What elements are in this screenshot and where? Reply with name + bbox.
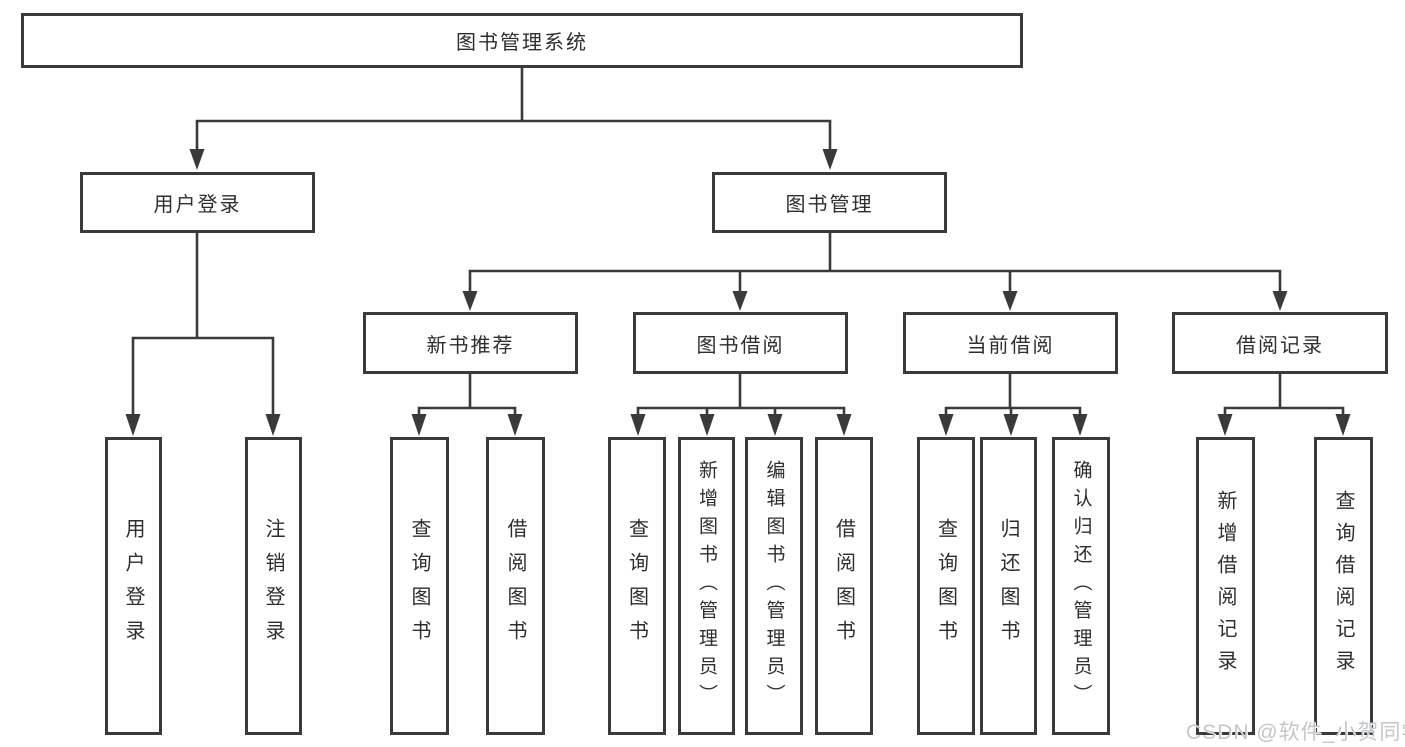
node-root: 图书管理系统 [21, 13, 1023, 68]
csdn-watermark: CSDN @软件_小贺同学 [1186, 721, 1405, 744]
node-new-book-recommend: 新书推荐 [363, 312, 578, 374]
leaf-br-add-record: 新增借阅记录 [1196, 437, 1255, 735]
node-borrowing-records: 借阅记录 [1172, 312, 1388, 374]
leaf-cb-confirm-return: 确认归还（管理员） [1052, 437, 1110, 735]
leaf-user-login: 用户登录 [105, 437, 162, 735]
leaf-br-query-record: 查询借阅记录 [1314, 437, 1373, 735]
node-book-borrowing: 图书借阅 [633, 312, 848, 374]
leaf-rec-query-book: 查询图书 [390, 437, 449, 735]
node-current-borrowing: 当前借阅 [903, 312, 1118, 374]
leaf-cb-query-book: 查询图书 [917, 437, 975, 735]
leaf-rec-borrow-book: 借阅图书 [486, 437, 545, 735]
leaf-bb-edit-book: 编辑图书（管理员） [745, 437, 803, 735]
leaf-cb-return-book: 归还图书 [980, 437, 1037, 735]
leaf-bb-query-book: 查询图书 [608, 437, 666, 735]
node-user-login: 用户登录 [80, 172, 315, 233]
node-book-management: 图书管理 [712, 172, 947, 233]
leaf-logout: 注销登录 [245, 437, 302, 735]
leaf-bb-add-book: 新增图书（管理员） [678, 437, 735, 735]
leaf-bb-borrow-book: 借阅图书 [815, 437, 873, 735]
